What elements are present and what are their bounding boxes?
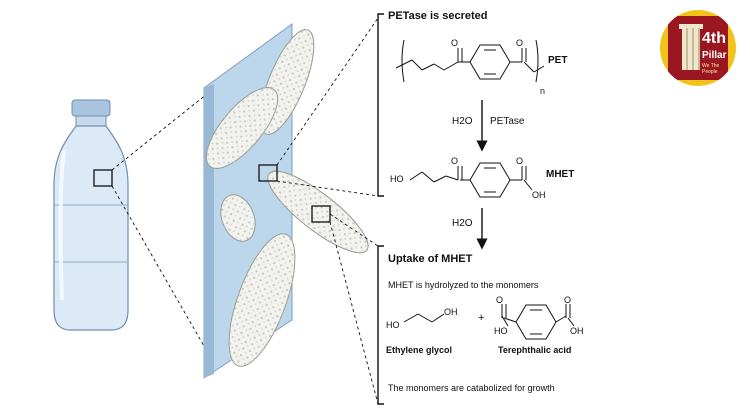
brand-logo: 4th Pillar We The People [660, 10, 736, 86]
atom-oh: OH [532, 190, 546, 200]
bottle-highlight [58, 149, 66, 301]
catabolism-note: The monomers are catabolized for growth [388, 383, 555, 393]
hydrolysis-note: MHET is hydrolyzed to the monomers [388, 280, 539, 290]
bacterium [228, 233, 296, 367]
logo-tagline: We The People [702, 63, 720, 75]
atom-ho: HO [494, 326, 508, 336]
zoom-box-bottle [93, 169, 113, 187]
bacterium [205, 87, 279, 169]
terephthalic-acid-label: Terephthalic acid [498, 345, 572, 355]
bottle-ridges [54, 204, 128, 263]
bottle-cap [71, 99, 111, 117]
uptake-heading: Uptake of MHET [388, 253, 473, 265]
polymer-n: n [540, 86, 546, 96]
atom-ho: HO [390, 174, 404, 184]
bacteria-cluster [205, 29, 369, 367]
bacterium [220, 194, 256, 242]
plus-sign: + [478, 312, 485, 324]
pet-structure [395, 39, 545, 83]
atom-o: O [516, 156, 524, 166]
plastic-bottle [53, 99, 129, 331]
atom-o: O [564, 295, 572, 305]
water-label-1: H2O [452, 116, 473, 127]
panel-brackets [377, 13, 384, 405]
mhet-structure [409, 162, 533, 198]
ethylene-glycol-structure [403, 313, 445, 323]
bacterium [267, 170, 369, 254]
mhet-label: MHET [546, 169, 575, 180]
atom-o: O [451, 38, 459, 48]
bottle-body [53, 125, 129, 331]
logo-panel: 4th Pillar We The People [668, 16, 728, 80]
pet-label: PET [548, 55, 568, 66]
pillar-icon [679, 24, 703, 29]
zoom-lines-panel [276, 17, 379, 405]
atom-o: O [496, 295, 504, 305]
terephthalic-acid-structure [501, 304, 575, 340]
ethylene-glycol-label: Ethylene glycol [386, 345, 453, 355]
logo-text-pillar: Pillar [702, 50, 727, 61]
petase-secreted-heading: PETase is secreted [388, 10, 488, 22]
atom-ho: HO [386, 320, 400, 330]
atom-oh: OH [444, 307, 458, 317]
bottle-neck [75, 115, 107, 127]
enzyme-label: PETase [490, 116, 525, 127]
atom-o: O [516, 38, 524, 48]
logo-text-4th: 4th [702, 30, 726, 47]
zoom-box-surface [258, 164, 278, 182]
atom-o: O [451, 156, 459, 166]
pillar-icon [682, 28, 700, 70]
water-label-2: H2O [452, 218, 473, 229]
atom-oh: OH [570, 326, 584, 336]
